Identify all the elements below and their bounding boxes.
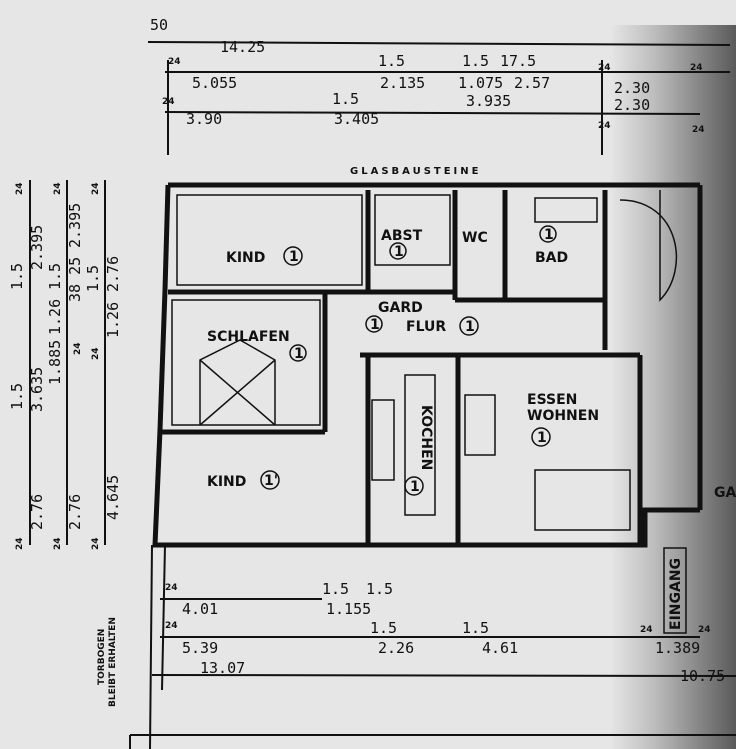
- dimension-label: 2.76: [104, 256, 122, 292]
- dimension-label: 1.5: [332, 90, 359, 108]
- dimension-label: 1.5: [378, 52, 405, 70]
- dimension-label: 1.155: [326, 600, 371, 618]
- dimension-label: 1.26: [46, 299, 64, 335]
- room-number: 1: [410, 479, 420, 495]
- top-dimensions: 50 14.25 5.055 1.5 2.135 1.5 17.5 1.075 …: [147, 16, 731, 155]
- room-essen: ESSEN: [527, 392, 577, 408]
- dimension-label: 1.5: [366, 580, 393, 598]
- dimension-label: 24: [53, 537, 63, 550]
- dimension-label: 24: [91, 182, 101, 195]
- dimension-label: 38 25: [66, 257, 84, 302]
- dimension-label: 3.90: [186, 110, 222, 128]
- room-kind-top: KIND: [226, 250, 265, 266]
- left-dimensions: 2.395 1.5 3.635 1.5 2.76 24 24 2.395 1.5…: [8, 180, 122, 550]
- dimension-label: 2.57: [514, 74, 550, 92]
- room-wohnen: WOHNEN: [527, 408, 599, 424]
- dimension-label: 24: [91, 537, 101, 550]
- dimension-label: 2.26: [378, 639, 414, 657]
- dimension-label: 24: [168, 57, 181, 67]
- dimension-label: 17.5: [500, 52, 536, 70]
- scan-shadow: [610, 25, 736, 749]
- dimension-label: 50: [150, 16, 168, 34]
- dimension-label: 1.075: [458, 74, 503, 92]
- dimension-label: 1.5: [84, 265, 102, 292]
- dimension-label: 2.135: [380, 74, 425, 92]
- dimension-label: 24: [73, 342, 83, 355]
- dimension-label: 3.635: [28, 367, 46, 412]
- dimension-label: 4.01: [182, 600, 218, 618]
- room-flur: FLUR: [406, 319, 446, 335]
- dimension-label: 14.25: [220, 38, 265, 56]
- dimension-label: 24: [640, 625, 653, 635]
- dimension-label: 5.055: [192, 74, 237, 92]
- dimension-label: 3.405: [334, 110, 379, 128]
- dimension-label: 2.76: [66, 494, 84, 530]
- dimension-label: 24: [165, 583, 178, 593]
- dimension-label: 1.5: [8, 263, 26, 290]
- dimension-label: 24: [698, 625, 711, 635]
- dimension-label: 1.885: [46, 340, 64, 385]
- dimension-label: 13.07: [200, 659, 245, 677]
- room-number: 1: [289, 249, 299, 265]
- bleibt-label: BLEIBT ERHALTEN: [108, 617, 118, 707]
- room-number: 1: [394, 244, 404, 260]
- room-number: 1: [370, 317, 380, 333]
- dimension-label: 3.935: [466, 92, 511, 110]
- dimension-label: 2.395: [66, 203, 84, 248]
- dimension-label: 2.395: [28, 225, 46, 270]
- room-wc: WC: [462, 230, 488, 246]
- dimension-label: 1.5: [8, 383, 26, 410]
- dimension-label: 4.645: [104, 475, 122, 520]
- dimension-label: 24: [690, 63, 703, 73]
- dimension-label: 1.26: [104, 302, 122, 338]
- dimension-label: 10.75: [680, 667, 725, 685]
- dimension-label: 24: [598, 63, 611, 73]
- dimension-label: 1.5: [462, 619, 489, 637]
- dimension-label: 1.5: [462, 52, 489, 70]
- room-labels: GLASBAUSTEINE KIND 1 ABST 1 WC BAD 1 GAR…: [97, 166, 736, 707]
- dimension-label: 2.30: [614, 79, 650, 97]
- room-abst: ABST: [381, 228, 423, 244]
- bottom-dimensions: 24 4.01 1.5 1.5 1.155 24 5.39 1.5 2.26 1…: [129, 544, 736, 749]
- room-number: 1: [294, 346, 304, 362]
- building-walls: [152, 182, 703, 548]
- dimension-label: 2.76: [28, 494, 46, 530]
- dimension-label: 24: [53, 182, 63, 195]
- room-bad: BAD: [535, 250, 568, 266]
- room-kind-bottom: KIND: [207, 474, 246, 490]
- room-number: 1: [465, 319, 475, 335]
- dimension-label: 4.61: [482, 639, 518, 657]
- dimension-label: 1.389: [655, 639, 700, 657]
- dimension-label: 1.5: [370, 619, 397, 637]
- room-schlafen: SCHLAFEN: [207, 329, 290, 345]
- torbogen-label: TORBOGEN: [97, 629, 107, 685]
- garage-label: GA: [714, 485, 736, 501]
- room-number: 1': [264, 473, 278, 489]
- room-kochen: KOCHEN: [418, 405, 434, 470]
- dimension-label: 24: [15, 537, 25, 550]
- dimension-label: 1.5: [46, 263, 64, 290]
- dimension-label: 24: [15, 182, 25, 195]
- dimension-label: 2.30: [614, 96, 650, 114]
- room-gard: GARD: [378, 300, 423, 316]
- dimension-label: 24: [91, 347, 101, 360]
- room-number: 1: [544, 227, 554, 243]
- entrance-label: EINGANG: [668, 558, 684, 630]
- room-number: 1: [537, 430, 547, 446]
- dimension-label: 24: [598, 121, 611, 131]
- dimension-label: 5.39: [182, 639, 218, 657]
- dimension-label: 1.5: [322, 580, 349, 598]
- dimension-label: 24: [165, 621, 178, 631]
- dimension-label: 24: [692, 125, 705, 135]
- glass-blocks-label: GLASBAUSTEINE: [350, 166, 481, 177]
